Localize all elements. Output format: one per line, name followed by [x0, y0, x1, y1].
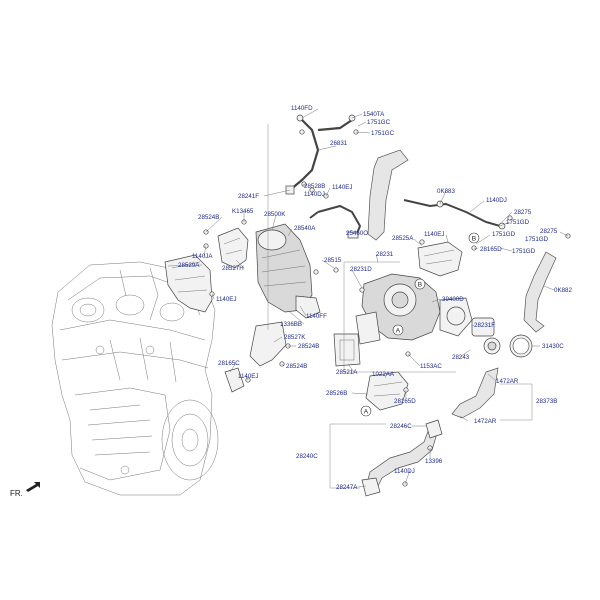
leader-lines	[167, 108, 569, 488]
svg-text:A: A	[364, 408, 369, 415]
part-label: 25460O	[346, 230, 368, 237]
front-direction-indicator: FR.	[10, 482, 40, 498]
bolts	[203, 129, 571, 487]
part-label: 28243	[452, 354, 470, 361]
part-label: 1140DJ	[486, 197, 507, 204]
return-pipe	[403, 199, 506, 230]
part-label: 1140JA	[192, 253, 213, 260]
part-label: 28525A	[392, 235, 414, 242]
part-label: 28247A	[336, 484, 358, 491]
part-label: 1140EJ	[238, 373, 259, 380]
part-label: 28275	[514, 209, 532, 216]
part-label: 28165D	[394, 398, 416, 405]
heat-shield-turbo	[417, 241, 463, 277]
catalytic-converter	[255, 223, 321, 319]
front-label: FR.	[10, 489, 23, 498]
part-label: 28231F	[474, 322, 495, 329]
part-label: 1751GD	[492, 231, 516, 238]
part-label: 1140DJ	[394, 468, 415, 475]
turbocharger	[355, 273, 473, 345]
part-label: 1140FF	[306, 313, 327, 320]
part-label: 1751GD	[506, 219, 530, 226]
part-label: 1472AR	[496, 378, 519, 385]
svg-text:B: B	[418, 281, 422, 288]
ref-a-marker-2: A	[360, 405, 372, 417]
part-label: 1153AC	[420, 363, 442, 370]
ref-a-marker-1: A	[392, 324, 404, 336]
svg-text:A: A	[396, 327, 401, 334]
part-label: 28165D	[480, 246, 502, 253]
part-label: 0K883	[437, 188, 455, 195]
part-label: 1751GC	[371, 130, 395, 137]
intake-hose	[367, 149, 409, 241]
part-label: 1751GD	[512, 248, 536, 255]
bracket-lower	[224, 321, 287, 393]
svg-text:B: B	[472, 235, 476, 242]
part-label: 28540A	[294, 225, 316, 232]
part-label: 28231	[376, 251, 394, 258]
ref-b-marker-2: B	[468, 232, 480, 244]
part-label: 28165C	[218, 360, 240, 367]
part-label: 1540TA	[363, 111, 385, 118]
part-labels: 1140FD 1540TA 1751GC 1751GC 26831 28241F…	[178, 105, 572, 491]
part-label: 28240C	[296, 453, 318, 460]
down-pipe	[361, 419, 443, 497]
part-label: 28528B	[304, 183, 325, 190]
part-label: 31430C	[542, 343, 564, 350]
part-label: 28527H	[222, 265, 244, 272]
ref-b-marker-1: B	[414, 278, 426, 290]
actuator	[471, 317, 501, 355]
part-label: 28529A	[178, 262, 200, 269]
part-label: 1140DJ	[304, 191, 325, 198]
part-label: 39400D	[442, 296, 464, 303]
part-label: 28275	[540, 228, 558, 235]
part-label: 28373B	[536, 398, 557, 405]
part-label: 1472AR	[474, 418, 497, 425]
part-label: 1022AA	[372, 371, 395, 378]
part-label: 28500K	[264, 211, 286, 218]
part-label: 0K882	[554, 287, 572, 294]
part-label: 1140EJ	[332, 184, 353, 191]
part-label: 28527K	[284, 334, 306, 341]
reference-markers: A A B B	[360, 232, 480, 417]
part-label: 1751GC	[367, 119, 391, 126]
part-label: K13465	[232, 208, 254, 215]
heat-shield-left	[164, 227, 249, 313]
clamp-ring	[509, 334, 533, 358]
part-label: 1140EJ	[216, 296, 237, 303]
front-arrow-icon	[26, 482, 40, 492]
engine-block	[51, 261, 219, 496]
part-label: 1336BB	[280, 321, 302, 328]
part-label: 28524B	[298, 343, 319, 350]
outlet-pipe	[451, 367, 499, 419]
part-label: 1140EJ	[424, 231, 445, 238]
group-brackets	[267, 124, 533, 489]
part-label: 28246C	[390, 423, 412, 430]
part-label: 28231D	[350, 266, 372, 273]
part-label: 28515	[324, 257, 342, 264]
part-label: 28524B	[286, 363, 307, 370]
part-label: 1140FD	[291, 105, 313, 112]
part-label: 1751GD	[525, 236, 549, 243]
part-label: 28521A	[336, 369, 358, 376]
intake-hose-right	[523, 251, 557, 333]
part-label: 28524B	[198, 214, 219, 221]
part-label: 28241F	[238, 193, 259, 200]
gasket	[333, 333, 361, 367]
part-label: 13396	[425, 458, 443, 465]
part-label: 26831	[330, 140, 348, 147]
part-label: 28526B	[326, 390, 347, 397]
